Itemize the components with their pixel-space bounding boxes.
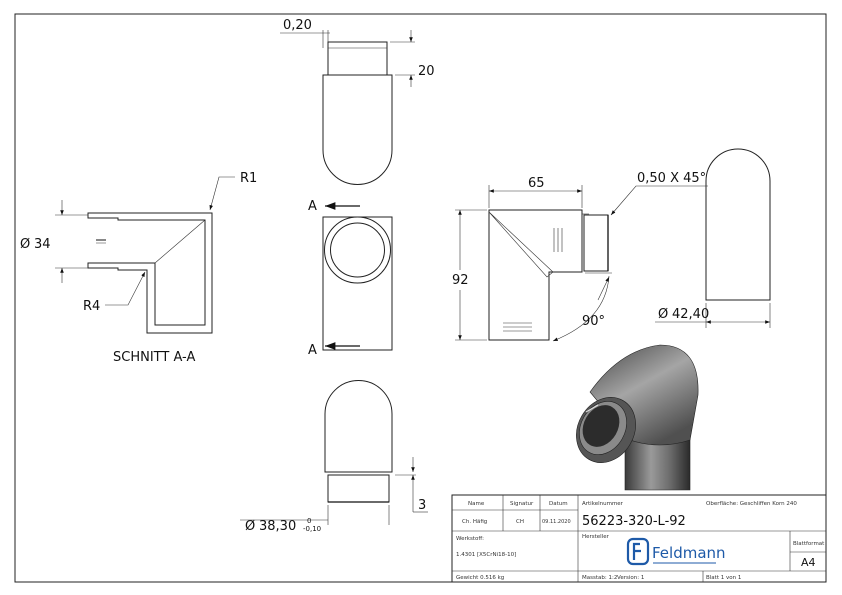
dim-collar-offset: 0,20: [283, 18, 312, 33]
front-view: A A: [308, 199, 393, 358]
dim-collar-step: 3: [418, 498, 426, 513]
dim-tol-lower: -0,10: [303, 525, 321, 533]
tb-material: 1.4301 [X5CrNi18-10]: [456, 552, 516, 558]
title-block: Name Signatur Datum Ch. Häfig CH 09.11.2…: [451, 494, 827, 583]
right-view: Ø 42,40: [655, 148, 771, 328]
tb-weight: Gewicht 0.516 kg: [456, 575, 504, 581]
tb-article-number: 56223-320-L-92: [582, 514, 686, 529]
dim-tol-upper: 0: [307, 517, 311, 525]
tb-article-label: Artikelnummer: [582, 501, 624, 507]
tb-signature-label: Signatur: [510, 501, 534, 507]
dim-chamfer: 0,50 X 45°: [637, 171, 706, 186]
logo-text: Feldmann: [652, 544, 726, 562]
section-view: Ø 34 R1 R4 SCHNITT A-A: [20, 171, 257, 365]
tb-format: A4: [801, 556, 816, 569]
side-view: 65 92 90° 0,50 X 45°: [452, 171, 708, 342]
dim-radius-inner: R4: [83, 299, 100, 314]
dim-radius-outer: R1: [240, 171, 257, 186]
drawing-frame: [14, 13, 827, 583]
feldmann-logo: Feldmann: [626, 537, 726, 566]
dim-angle: 90°: [582, 314, 605, 329]
dim-width: 65: [528, 176, 545, 191]
dim-diameter-symbol-2: Ø: [245, 519, 255, 534]
dim-collar-height: 20: [418, 64, 435, 79]
tb-surface: Oberfläche: Geschliffen Korn 240: [706, 501, 797, 507]
tb-signature: CH: [516, 519, 524, 525]
tb-date: 09.11.2020: [542, 519, 571, 525]
tb-manufacturer-label: Hersteller: [582, 534, 610, 540]
dim-collar-diameter: 38,30: [259, 519, 296, 534]
top-view: 0,20 20: [280, 18, 435, 185]
tb-date-label: Datum: [549, 501, 568, 507]
dim-inner-diameter: 34: [34, 237, 51, 252]
dim-outer-diameter: 42,40: [672, 307, 709, 322]
tb-version: Version: 1: [617, 575, 644, 581]
dim-diameter-symbol: Ø: [20, 237, 30, 252]
tb-material-label: Werkstoff:: [456, 536, 484, 542]
section-marker-top: A: [308, 199, 317, 214]
isometric-render: [576, 344, 699, 491]
dim-diameter-symbol-3: Ø: [658, 307, 668, 322]
tb-name-label: Name: [468, 501, 485, 507]
tb-name: Ch. Häfig: [462, 519, 487, 525]
tb-format-label: Blattformat: [793, 541, 825, 547]
tb-sheet: Blatt 1 von 1: [706, 575, 741, 581]
section-label: SCHNITT A-A: [113, 350, 195, 365]
section-marker-bottom: A: [308, 343, 317, 358]
bottom-view: 3 Ø 38,30 0 -0,10: [240, 380, 428, 534]
dim-height: 92: [452, 273, 469, 288]
tb-scale: Masstab: 1:2: [582, 575, 617, 581]
